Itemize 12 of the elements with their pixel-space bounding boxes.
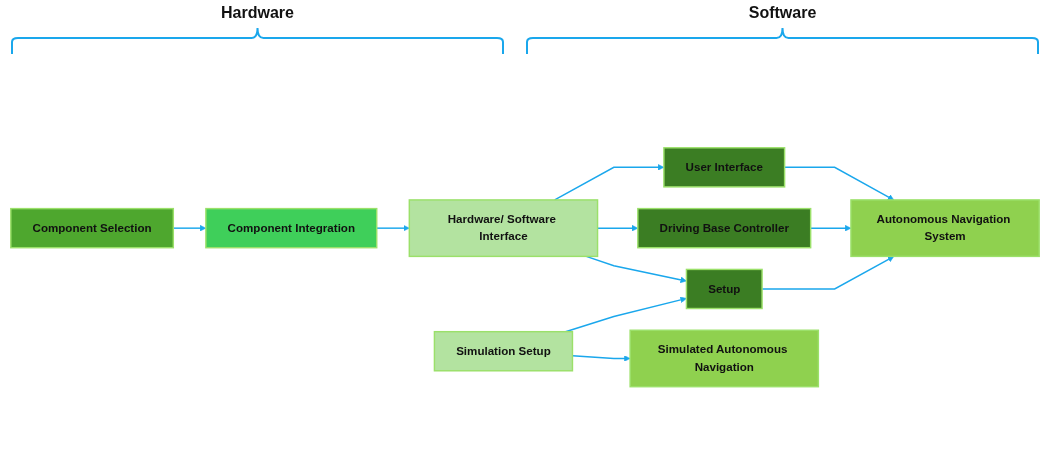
node-box: Simulation Setup xyxy=(433,330,574,372)
node-box: Hardware/ Software Interface xyxy=(408,198,599,257)
node-box: Autonomous Navigation System xyxy=(850,198,1040,257)
node-box: Simulated Autonomous Navigation xyxy=(629,329,820,388)
node-box: Component Integration xyxy=(205,207,378,249)
node-box: Component Selection xyxy=(10,207,175,249)
node-box: User Interface xyxy=(663,146,786,188)
node-box: Driving Base Controller xyxy=(637,207,812,249)
group-label: Software xyxy=(748,4,817,22)
arrow xyxy=(376,224,410,232)
group-label: Hardware xyxy=(221,4,294,22)
node-box: Setup xyxy=(685,268,763,309)
